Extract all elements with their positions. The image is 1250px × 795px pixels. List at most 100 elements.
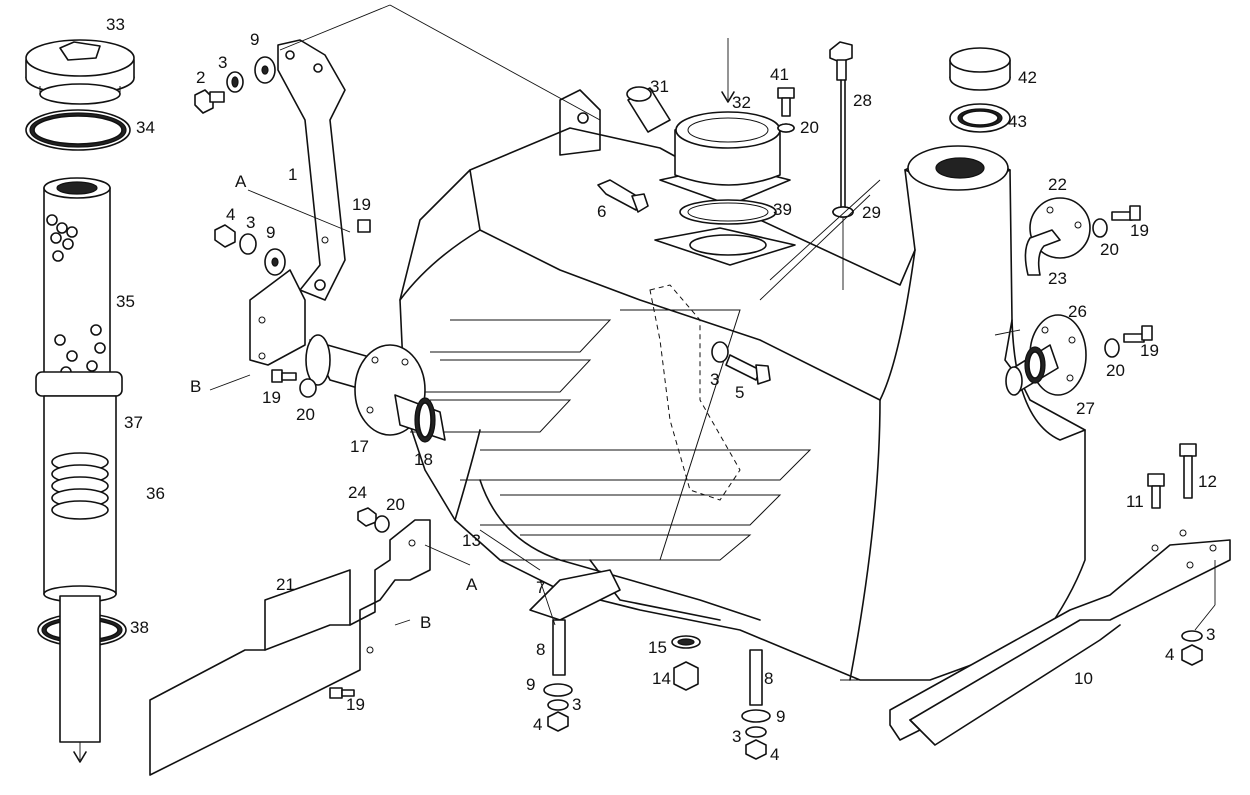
callout-A-bottom: A	[466, 575, 478, 594]
internal-bracket	[649, 284, 741, 501]
callout-20-a: 20	[296, 405, 315, 424]
callout-5: 5	[735, 383, 744, 402]
bolt-19-r2	[1123, 325, 1153, 343]
sleeve-part	[626, 86, 671, 133]
support-rail-10	[889, 529, 1231, 746]
callout-18: 18	[414, 450, 433, 469]
bolt-19-b	[357, 219, 371, 233]
cap-42	[949, 47, 1011, 133]
callout-11: 11	[1126, 492, 1144, 511]
strainer-35	[43, 177, 111, 379]
callout-9-a: 9	[266, 223, 275, 242]
callout-21: 21	[276, 575, 295, 594]
callout-4-b: 4	[533, 715, 542, 734]
callout-39: 39	[773, 200, 792, 219]
callout-38: 38	[130, 618, 149, 637]
callout-22: 22	[1048, 175, 1067, 194]
callout-B-bottom: B	[420, 613, 431, 632]
callout-20-d: 20	[1100, 240, 1119, 259]
callout-43: 43	[1008, 112, 1027, 131]
washer-3-top	[226, 71, 244, 93]
washer-9-mid	[264, 248, 286, 276]
callout-17: 17	[350, 437, 369, 456]
callout-4-d: 4	[1165, 645, 1174, 664]
callout-20-c: 20	[800, 118, 819, 137]
callout-19-d: 19	[1130, 221, 1149, 240]
callout-35: 35	[116, 292, 135, 311]
callout-A-top: A	[235, 172, 247, 191]
washer-9-top	[254, 56, 276, 84]
callout-3-a: 3	[246, 213, 255, 232]
callout-3-e: 3	[1206, 625, 1215, 644]
callout-27: 27	[1076, 399, 1095, 418]
washer-3-mid	[239, 233, 257, 255]
callout-3-c: 3	[572, 695, 581, 714]
callout-23: 23	[1048, 269, 1067, 288]
callout-10: 10	[1074, 669, 1093, 688]
mount-7	[529, 569, 621, 621]
callout-15: 15	[648, 638, 667, 657]
callout-3-b: 3	[710, 370, 719, 389]
nut-20-r1	[1092, 218, 1108, 238]
callout-34: 34	[136, 118, 155, 137]
callout-42: 42	[1018, 68, 1037, 87]
callout-33: 33	[106, 15, 125, 34]
callout-19-a: 19	[352, 195, 371, 214]
callout-24: 24	[348, 483, 367, 502]
bracket-21	[149, 519, 431, 776]
bolt-19-a	[271, 369, 297, 383]
callout-36: 36	[146, 484, 165, 503]
bolt-6	[597, 179, 649, 213]
stud-8-right	[741, 649, 771, 760]
callout-19-c: 19	[346, 695, 365, 714]
bolt-19-r1	[1111, 205, 1141, 221]
nut-20-a	[299, 378, 317, 398]
gasket-34	[25, 109, 131, 151]
fuel-tank-body	[399, 89, 1086, 681]
callout-41: 41	[770, 65, 789, 84]
bolt-12	[1179, 443, 1197, 499]
callout-8-b: 8	[764, 669, 773, 688]
filler-cap-33	[25, 39, 135, 105]
callout-13: 13	[462, 531, 481, 550]
nut-4	[214, 224, 236, 248]
callout-1: 1	[288, 165, 297, 184]
callout-20-e: 20	[1106, 361, 1125, 380]
callout-4-a: 4	[226, 205, 235, 224]
callout-19-b: 19	[262, 388, 281, 407]
callout-9-c: 9	[776, 707, 785, 726]
callout-labels: 33 34 35 37 36 38 2 3 9 1 A 19 4 3 9 B 1…	[106, 15, 1217, 764]
down-tube	[59, 595, 101, 763]
washer-20-b	[374, 515, 390, 533]
callout-9: 9	[250, 30, 259, 49]
leader-lines	[209, 4, 1216, 681]
callout-6: 6	[597, 202, 606, 221]
bolt-5	[711, 341, 771, 385]
callout-20-b: 20	[386, 495, 405, 514]
callout-12: 12	[1198, 472, 1217, 491]
washer-29	[832, 206, 854, 218]
level-sensor	[829, 41, 854, 290]
nut-20-r2	[1104, 338, 1120, 358]
filler-flange	[654, 38, 796, 266]
callout-3-d: 3	[732, 727, 741, 746]
callout-26: 26	[1068, 302, 1087, 321]
nut-4-r	[1181, 644, 1203, 666]
callout-B-left: B	[190, 377, 201, 396]
callout-29: 29	[862, 203, 881, 222]
callout-14: 14	[652, 669, 671, 688]
bolt-11	[1147, 473, 1165, 509]
pipe-fitting-26	[1005, 314, 1087, 396]
spring-36	[51, 452, 109, 520]
callout-3: 3	[218, 53, 227, 72]
callout-31: 31	[650, 77, 669, 96]
washer-20-top	[777, 123, 795, 133]
callout-37: 37	[124, 413, 143, 432]
stud-8-left	[543, 619, 573, 732]
outlet-pipe-17	[305, 334, 446, 443]
bolt-2	[194, 89, 225, 114]
callout-28: 28	[853, 91, 872, 110]
callout-7: 7	[536, 578, 545, 597]
bracket-1	[249, 39, 346, 366]
